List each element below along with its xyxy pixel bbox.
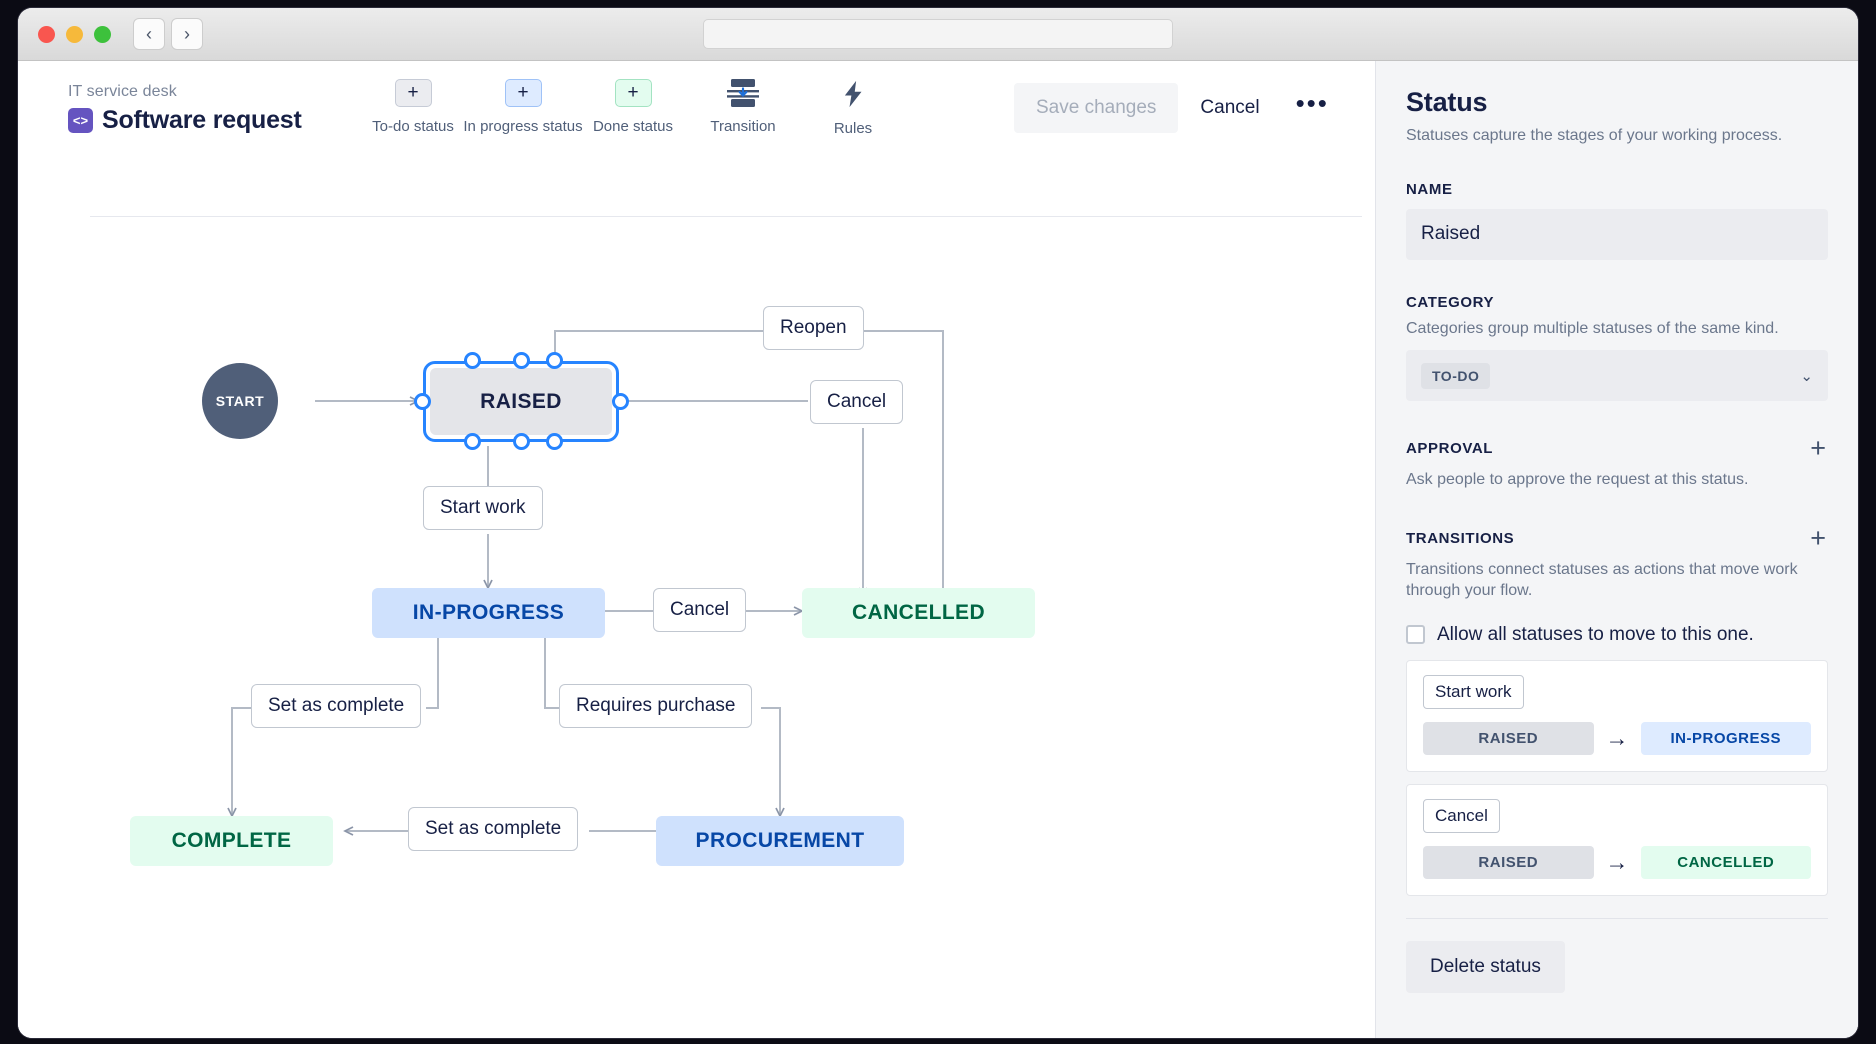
minimize-button[interactable] [66, 25, 83, 43]
node-in-progress[interactable]: IN-PROGRESS [372, 588, 605, 638]
breadcrumb[interactable]: IT service desk [68, 83, 177, 100]
page-title: Software request [102, 106, 302, 134]
resize-handle-top-center[interactable] [513, 352, 530, 369]
breadcrumb-block: IT service desk <> Software request [68, 77, 348, 135]
title-row: <> Software request [68, 106, 348, 135]
panel-title: Status [1406, 87, 1488, 117]
transition-to-status: IN-PROGRESS [1640, 721, 1811, 755]
plus-icon: + [394, 79, 432, 107]
tool-label: Transition [710, 118, 776, 135]
tool-label: In progress status [463, 118, 583, 135]
toolbar-tools: + To-do status + In progress status + Do… [358, 77, 908, 137]
tool-done-status[interactable]: + Done status [578, 77, 688, 135]
resize-handle-bottom-right[interactable] [546, 433, 563, 450]
transition-route: RAISED → CANCELLED [1423, 845, 1811, 879]
tool-in-progress-status[interactable]: + In progress status [463, 77, 583, 135]
category-description: Categories group multiple statuses of th… [1406, 319, 1779, 337]
resize-handle-left[interactable] [414, 393, 431, 410]
status-name-input[interactable]: Raised [1406, 208, 1828, 260]
arrow-right-icon: → [1605, 724, 1629, 751]
cancel-button[interactable]: Cancel [1182, 83, 1277, 133]
transitions-label: TRANSITIONS [1406, 529, 1515, 547]
panel-subtitle: Statuses capture the stages of your work… [1406, 127, 1783, 144]
app-body: IT service desk <> Software request + To… [18, 61, 1858, 1038]
category-select[interactable]: TO-DO ⌄ [1406, 350, 1828, 402]
approval-label: APPROVAL [1406, 440, 1494, 458]
transition-icon [727, 79, 759, 107]
forward-icon[interactable]: › [171, 18, 203, 50]
url-input[interactable] [703, 19, 1173, 49]
traffic-lights [38, 25, 111, 43]
name-label: NAME [1406, 180, 1453, 198]
plus-icon: + [504, 79, 542, 107]
tool-rules[interactable]: Rules [798, 77, 908, 137]
nav-buttons: ‹ › [133, 18, 203, 50]
transition-card-cancel[interactable]: Cancel RAISED → CANCELLED [1406, 783, 1828, 896]
lightning-bolt-icon [844, 80, 862, 108]
resize-handle-top-left[interactable] [464, 352, 481, 369]
tool-label: Done status [592, 118, 674, 135]
edge-label-cancel-raised[interactable]: Cancel [810, 380, 904, 424]
add-approval-button[interactable]: + [1810, 433, 1826, 464]
transitions-description: Transitions connect statuses as actions … [1406, 560, 1798, 600]
start-node[interactable]: START [202, 363, 278, 439]
tool-transition[interactable]: Transition [688, 77, 798, 135]
status-details-panel: Status Statuses capture the stages of yo… [1375, 61, 1858, 1038]
allow-all-statuses-label: Allow all statuses to move to this one. [1437, 623, 1754, 645]
node-cancelled[interactable]: CANCELLED [802, 588, 1035, 638]
add-transition-button[interactable]: + [1810, 522, 1826, 553]
resize-handle-bottom-center[interactable] [513, 433, 530, 450]
edge-label-cancel-inprogress[interactable]: Cancel [653, 588, 747, 632]
transition-to-status: CANCELLED [1640, 845, 1811, 879]
plus-icon: + [614, 79, 652, 107]
resize-handle-top-right[interactable] [546, 352, 563, 369]
workflow-toolbar: IT service desk <> Software request + To… [18, 61, 1375, 156]
workflow-edges [227, 330, 944, 836]
transition-name[interactable]: Cancel [1423, 798, 1500, 833]
transition-name[interactable]: Start work [1423, 674, 1524, 709]
arrow-right-icon: → [1605, 848, 1629, 875]
panel-divider [1406, 917, 1828, 919]
zoom-button[interactable] [94, 25, 111, 43]
toolbar-divider [90, 216, 1362, 217]
transitions-header: TRANSITIONS + [1406, 522, 1828, 553]
edge-label-set-as-complete-procurement[interactable]: Set as complete [408, 807, 579, 851]
window-titlebar: ‹ › [18, 8, 1858, 61]
allow-all-statuses-row[interactable]: Allow all statuses to move to this one. [1406, 624, 1828, 646]
close-button[interactable] [38, 25, 55, 43]
chevron-down-icon: ⌄ [1800, 367, 1813, 385]
transition-from-status: RAISED [1423, 845, 1594, 879]
transition-route: RAISED → IN-PROGRESS [1423, 721, 1811, 755]
category-label: CATEGORY [1406, 293, 1495, 311]
approval-header: APPROVAL + [1406, 435, 1828, 462]
approval-description: Ask people to approve the request at thi… [1406, 471, 1749, 489]
code-brackets-icon: <> [68, 108, 93, 133]
resize-handle-right[interactable] [612, 393, 629, 410]
back-icon[interactable]: ‹ [133, 18, 165, 50]
edge-label-requires-purchase[interactable]: Requires purchase [559, 684, 753, 728]
node-complete[interactable]: COMPLETE [130, 816, 333, 866]
edge-label-start-work[interactable]: Start work [423, 486, 543, 530]
allow-all-statuses-checkbox[interactable] [1406, 625, 1425, 645]
save-changes-button[interactable]: Save changes [1014, 83, 1179, 133]
tool-label: Rules [833, 120, 873, 137]
transition-card-start-work[interactable]: Start work RAISED → IN-PROGRESS [1406, 659, 1828, 772]
node-procurement[interactable]: PROCUREMENT [656, 816, 904, 866]
delete-status-button[interactable]: Delete status [1406, 940, 1565, 993]
edge-label-set-as-complete[interactable]: Set as complete [251, 684, 422, 728]
browser-window: ‹ › IT service desk <> Software request [18, 8, 1858, 1038]
edge-label-reopen[interactable]: Reopen [763, 306, 864, 350]
resize-handle-bottom-left[interactable] [464, 433, 481, 450]
toolbar-actions: Save changes Cancel ••• [1014, 77, 1343, 133]
workflow-canvas-pane: IT service desk <> Software request + To… [18, 61, 1375, 1038]
transition-from-status: RAISED [1423, 721, 1594, 755]
tool-todo-status[interactable]: + To-do status [358, 77, 468, 135]
more-options-icon[interactable]: ••• [1282, 84, 1343, 132]
category-value-tag: TO-DO [1421, 362, 1491, 389]
workflow-diagram: START RAISED IN-PROGRESS CANCELLED CO [18, 156, 1375, 1016]
tool-label: To-do status [372, 118, 454, 135]
node-raised[interactable]: RAISED [430, 368, 612, 435]
